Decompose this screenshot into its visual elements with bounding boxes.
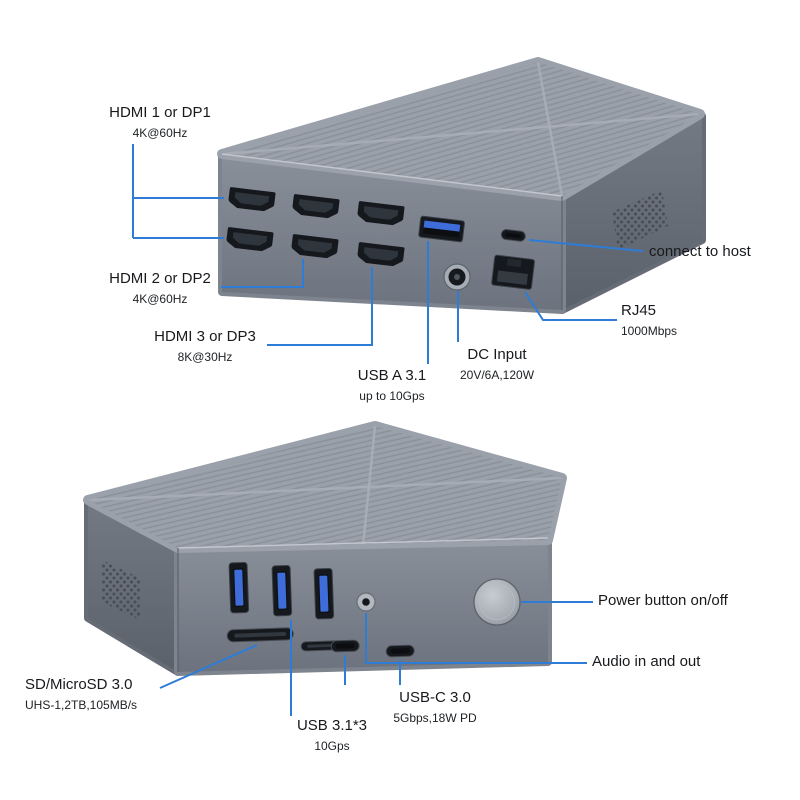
audio-jack: [356, 592, 376, 612]
rear-front-shading: [222, 154, 562, 310]
callout-audio: [365, 613, 587, 664]
device-front: [83, 421, 567, 676]
usb-a-port-rear: [418, 215, 465, 243]
label-rj45-sub: 1000Mbps: [621, 323, 678, 338]
label-usb31: USB 3.1*3 10Gps: [282, 717, 382, 754]
microsd-slot: [300, 640, 340, 652]
callout-lines: [132, 144, 644, 716]
label-power-text: Power button on/off: [598, 592, 728, 609]
rear-ports: [225, 187, 535, 291]
label-hdmi1: HDMI 1 or DP1 4K@60Hz: [98, 104, 222, 141]
callout-sd: [159, 644, 258, 689]
rj45-port: [491, 254, 535, 290]
label-host: connect to host: [649, 243, 794, 262]
label-sd-text: SD/MicroSD 3.0: [25, 676, 133, 693]
callout-hdmi3: [267, 267, 373, 346]
callout-rj45: [524, 291, 617, 321]
label-hdmi3: HDMI 3 or DP3 8K@30Hz: [143, 328, 267, 365]
sd-card-slot: [226, 627, 294, 643]
usb31-port-1: [228, 561, 250, 614]
label-usb-a-sub: up to 10Gps: [359, 388, 425, 403]
usb-c-port-1: [330, 639, 360, 653]
front-ports: [226, 561, 521, 658]
label-dc-input-text: DC Input: [467, 346, 527, 363]
label-usbc: USB-C 3.0 5Gbps,18W PD: [376, 689, 494, 726]
front-top-edge-highlight: [177, 537, 549, 549]
label-hdmi2-text: HDMI 2 or DP2: [109, 270, 211, 287]
label-hdmi3-sub: 8K@30Hz: [177, 349, 233, 364]
callout-host: [528, 239, 644, 252]
label-dc-input-sub: 20V/6A,120W: [459, 367, 535, 382]
power-button: [473, 578, 521, 626]
label-rj45: RJ45 1000Mbps: [621, 302, 731, 339]
label-hdmi3-text: HDMI 3 or DP3: [154, 328, 256, 345]
dc-input-jack: [443, 263, 471, 291]
label-host-text: connect to host: [649, 243, 751, 260]
label-hdmi2-sub: 4K@60Hz: [132, 291, 188, 306]
label-usbc-sub: 5Gbps,18W PD: [393, 710, 477, 725]
label-usbc-text: USB-C 3.0: [399, 689, 471, 706]
callout-hdmi2: [221, 259, 304, 288]
label-hdmi2: HDMI 2 or DP2 4K@60Hz: [98, 270, 222, 307]
rear-top-edge-highlight: [221, 153, 563, 197]
front-vent-grid: [102, 560, 140, 620]
label-sd: SD/MicroSD 3.0 UHS-1,2TB,105MB/s: [25, 676, 200, 713]
label-usb31-text: USB 3.1*3: [296, 717, 368, 734]
label-sd-sub: UHS-1,2TB,105MB/s: [25, 697, 138, 712]
usb31-port-2: [271, 564, 293, 617]
label-hdmi1-sub: 4K@60Hz: [132, 125, 188, 140]
device-rear: [217, 57, 706, 314]
label-audio-text: Audio in and out: [592, 653, 701, 670]
label-rj45-text: RJ45: [621, 302, 657, 319]
label-usb-a: USB A 3.1 up to 10Gps: [342, 367, 442, 404]
rear-vent-grid: [612, 190, 668, 250]
callout-usbc: [344, 655, 401, 685]
usb31-port-3: [313, 567, 335, 620]
label-power: Power button on/off: [598, 592, 788, 611]
label-hdmi1-text: HDMI 1 or DP1: [109, 104, 211, 121]
label-audio: Audio in and out: [592, 653, 752, 672]
label-usb31-sub: 10Gps: [314, 738, 350, 753]
label-dc-input: DC Input 20V/6A,120W: [441, 346, 553, 383]
usb-c-host-port: [500, 229, 526, 242]
usb-c-port-2: [385, 644, 415, 658]
callout-hdmi1: [132, 144, 224, 239]
label-usb-a-text: USB A 3.1: [357, 367, 427, 384]
